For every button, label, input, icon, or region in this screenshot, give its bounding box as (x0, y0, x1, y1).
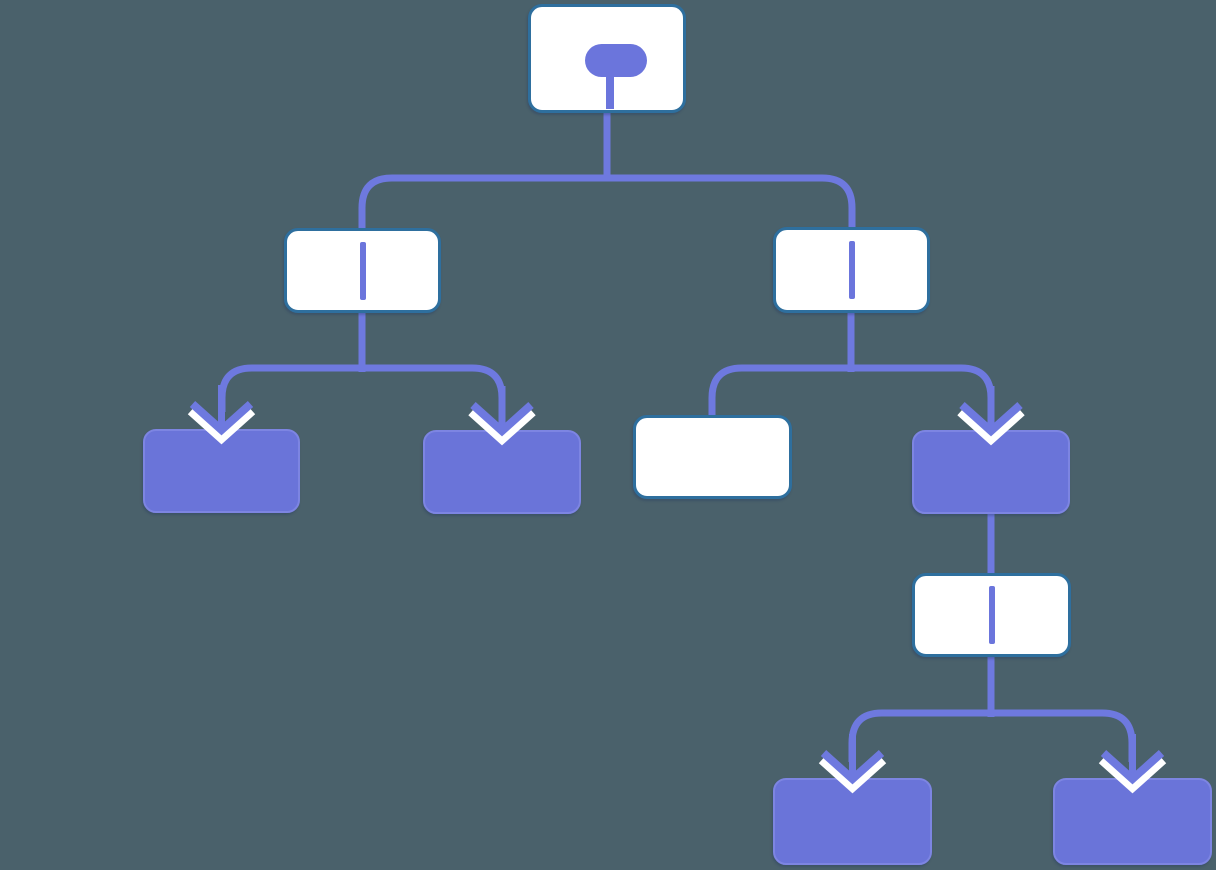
node-leaf-2[interactable] (423, 430, 581, 514)
root-pill-shape (585, 44, 647, 77)
node-label (775, 780, 930, 863)
node-branch-right[interactable] (773, 227, 930, 313)
chevron-arrowhead-icon (818, 734, 887, 794)
node-label (636, 418, 789, 496)
node-label (425, 432, 579, 512)
chevron-arrowhead-icon (187, 385, 256, 445)
node-label (287, 231, 438, 310)
edge-n3-to-n6-n7 (708, 364, 995, 416)
edge-n8-to-n9-n10 (848, 709, 1136, 762)
node-label (776, 230, 927, 310)
node-sub-branch[interactable] (912, 573, 1071, 657)
node-purple-branch[interactable] (912, 430, 1070, 514)
node-label (145, 431, 298, 511)
chevron-arrowhead-icon (1098, 734, 1167, 794)
node-label (915, 576, 1068, 654)
vertical-bar-icon (848, 241, 855, 299)
node-leaf-4[interactable] (1053, 778, 1212, 865)
node-label (1055, 780, 1210, 863)
node-branch-left[interactable] (284, 228, 441, 313)
node-label (531, 7, 683, 110)
node-root[interactable] (528, 4, 686, 113)
vertical-bar-icon (988, 586, 995, 644)
chevron-arrowhead-icon (957, 386, 1025, 446)
chevron-arrowhead-icon (468, 386, 536, 446)
node-leaf-3[interactable] (773, 778, 932, 865)
node-label (914, 432, 1068, 512)
vertical-bar-icon (359, 241, 366, 300)
edge-n1-to-n2-n3 (358, 174, 856, 229)
root-pill-icon (531, 7, 683, 110)
edge-n2-to-n4-n5 (218, 364, 506, 412)
node-empty-white[interactable] (633, 415, 792, 499)
root-pill-stem (606, 75, 614, 109)
node-leaf-1[interactable] (143, 429, 300, 513)
